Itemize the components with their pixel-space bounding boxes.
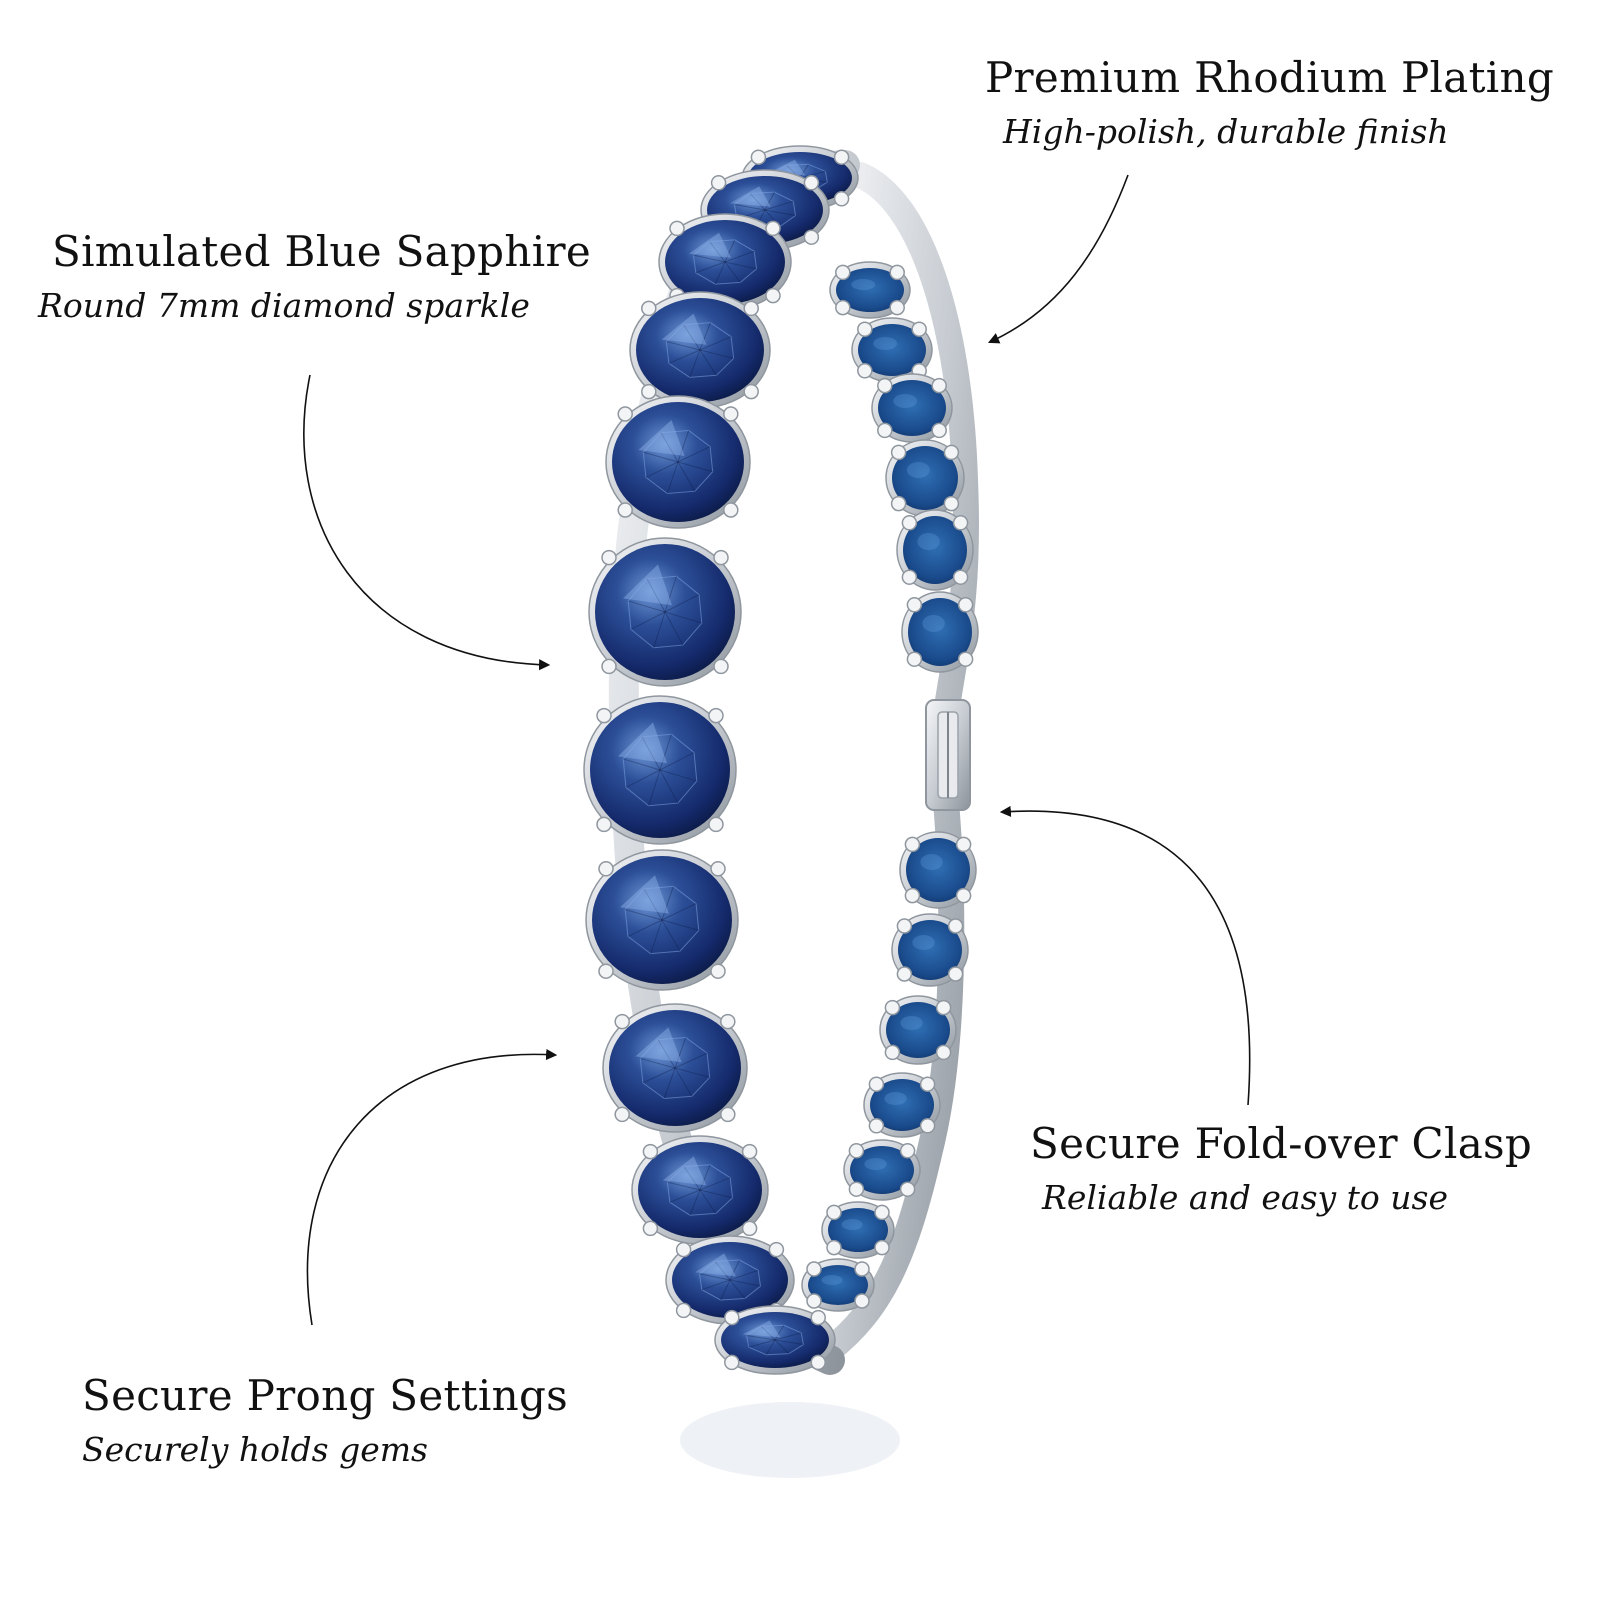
sapphire-stone bbox=[829, 261, 911, 319]
sapphire-stone bbox=[629, 291, 771, 409]
sapphire-stone bbox=[588, 537, 742, 687]
sapphire-stone bbox=[665, 1235, 795, 1325]
feature-title: Simulated Blue Sapphire bbox=[52, 227, 591, 276]
sapphire-stone bbox=[658, 213, 792, 311]
feature-secure-prong-settings: Secure Prong Settings Securely holds gem… bbox=[82, 1370, 568, 1472]
bracelet-front-strand bbox=[583, 145, 860, 1375]
bracelet-reflection bbox=[680, 1402, 900, 1478]
feature-title: Secure Prong Settings bbox=[82, 1371, 568, 1420]
sapphire-stone bbox=[879, 995, 957, 1065]
sapphire-stone bbox=[851, 317, 933, 383]
feature-title: Secure Fold-over Clasp bbox=[1030, 1119, 1533, 1168]
sapphire-stone bbox=[631, 1135, 769, 1245]
sapphire-stone bbox=[843, 1139, 921, 1201]
sapphire-stone bbox=[821, 1201, 895, 1259]
sapphire-stone bbox=[602, 1003, 748, 1133]
sapphire-stone bbox=[583, 695, 737, 845]
bracelet-back-strand bbox=[801, 162, 979, 1363]
sapphire-stone bbox=[871, 373, 953, 443]
feature-subtitle: Reliable and easy to use bbox=[1042, 1178, 1449, 1217]
sapphire-stone bbox=[801, 1258, 875, 1312]
sapphire-stone bbox=[891, 913, 969, 987]
prong-callout-arrow bbox=[306, 1048, 558, 1326]
sapphire-stone bbox=[885, 439, 965, 517]
sapphire-stone bbox=[714, 1305, 836, 1375]
feature-title: Premium Rhodium Plating bbox=[985, 53, 1555, 102]
feature-subtitle: Round 7mm diamond sparkle bbox=[38, 286, 530, 325]
sapphire-stone bbox=[585, 849, 739, 991]
fold-over-clasp bbox=[925, 699, 971, 811]
sapphire-stone bbox=[863, 1072, 941, 1138]
clasp-callout-arrow bbox=[999, 805, 1251, 1106]
sapphire-stone bbox=[896, 509, 974, 591]
feature-premium-rhodium-plating: Premium Rhodium Plating High-polish, dur… bbox=[985, 52, 1554, 154]
sapphire-callout-arrow bbox=[303, 374, 551, 671]
sapphire-stone bbox=[899, 831, 977, 909]
rhodium-callout-arrow bbox=[987, 174, 1129, 344]
feature-simulated-blue-sapphire: Simulated Blue Sapphire Round 7mm diamon… bbox=[38, 226, 591, 328]
sapphire-stone bbox=[605, 395, 751, 529]
feature-subtitle: Securely holds gems bbox=[82, 1430, 428, 1469]
feature-secure-fold-over-clasp: Secure Fold-over Clasp Reliable and easy… bbox=[1030, 1118, 1532, 1220]
feature-subtitle: High-polish, durable finish bbox=[1003, 112, 1449, 151]
sapphire-stone bbox=[901, 591, 979, 673]
